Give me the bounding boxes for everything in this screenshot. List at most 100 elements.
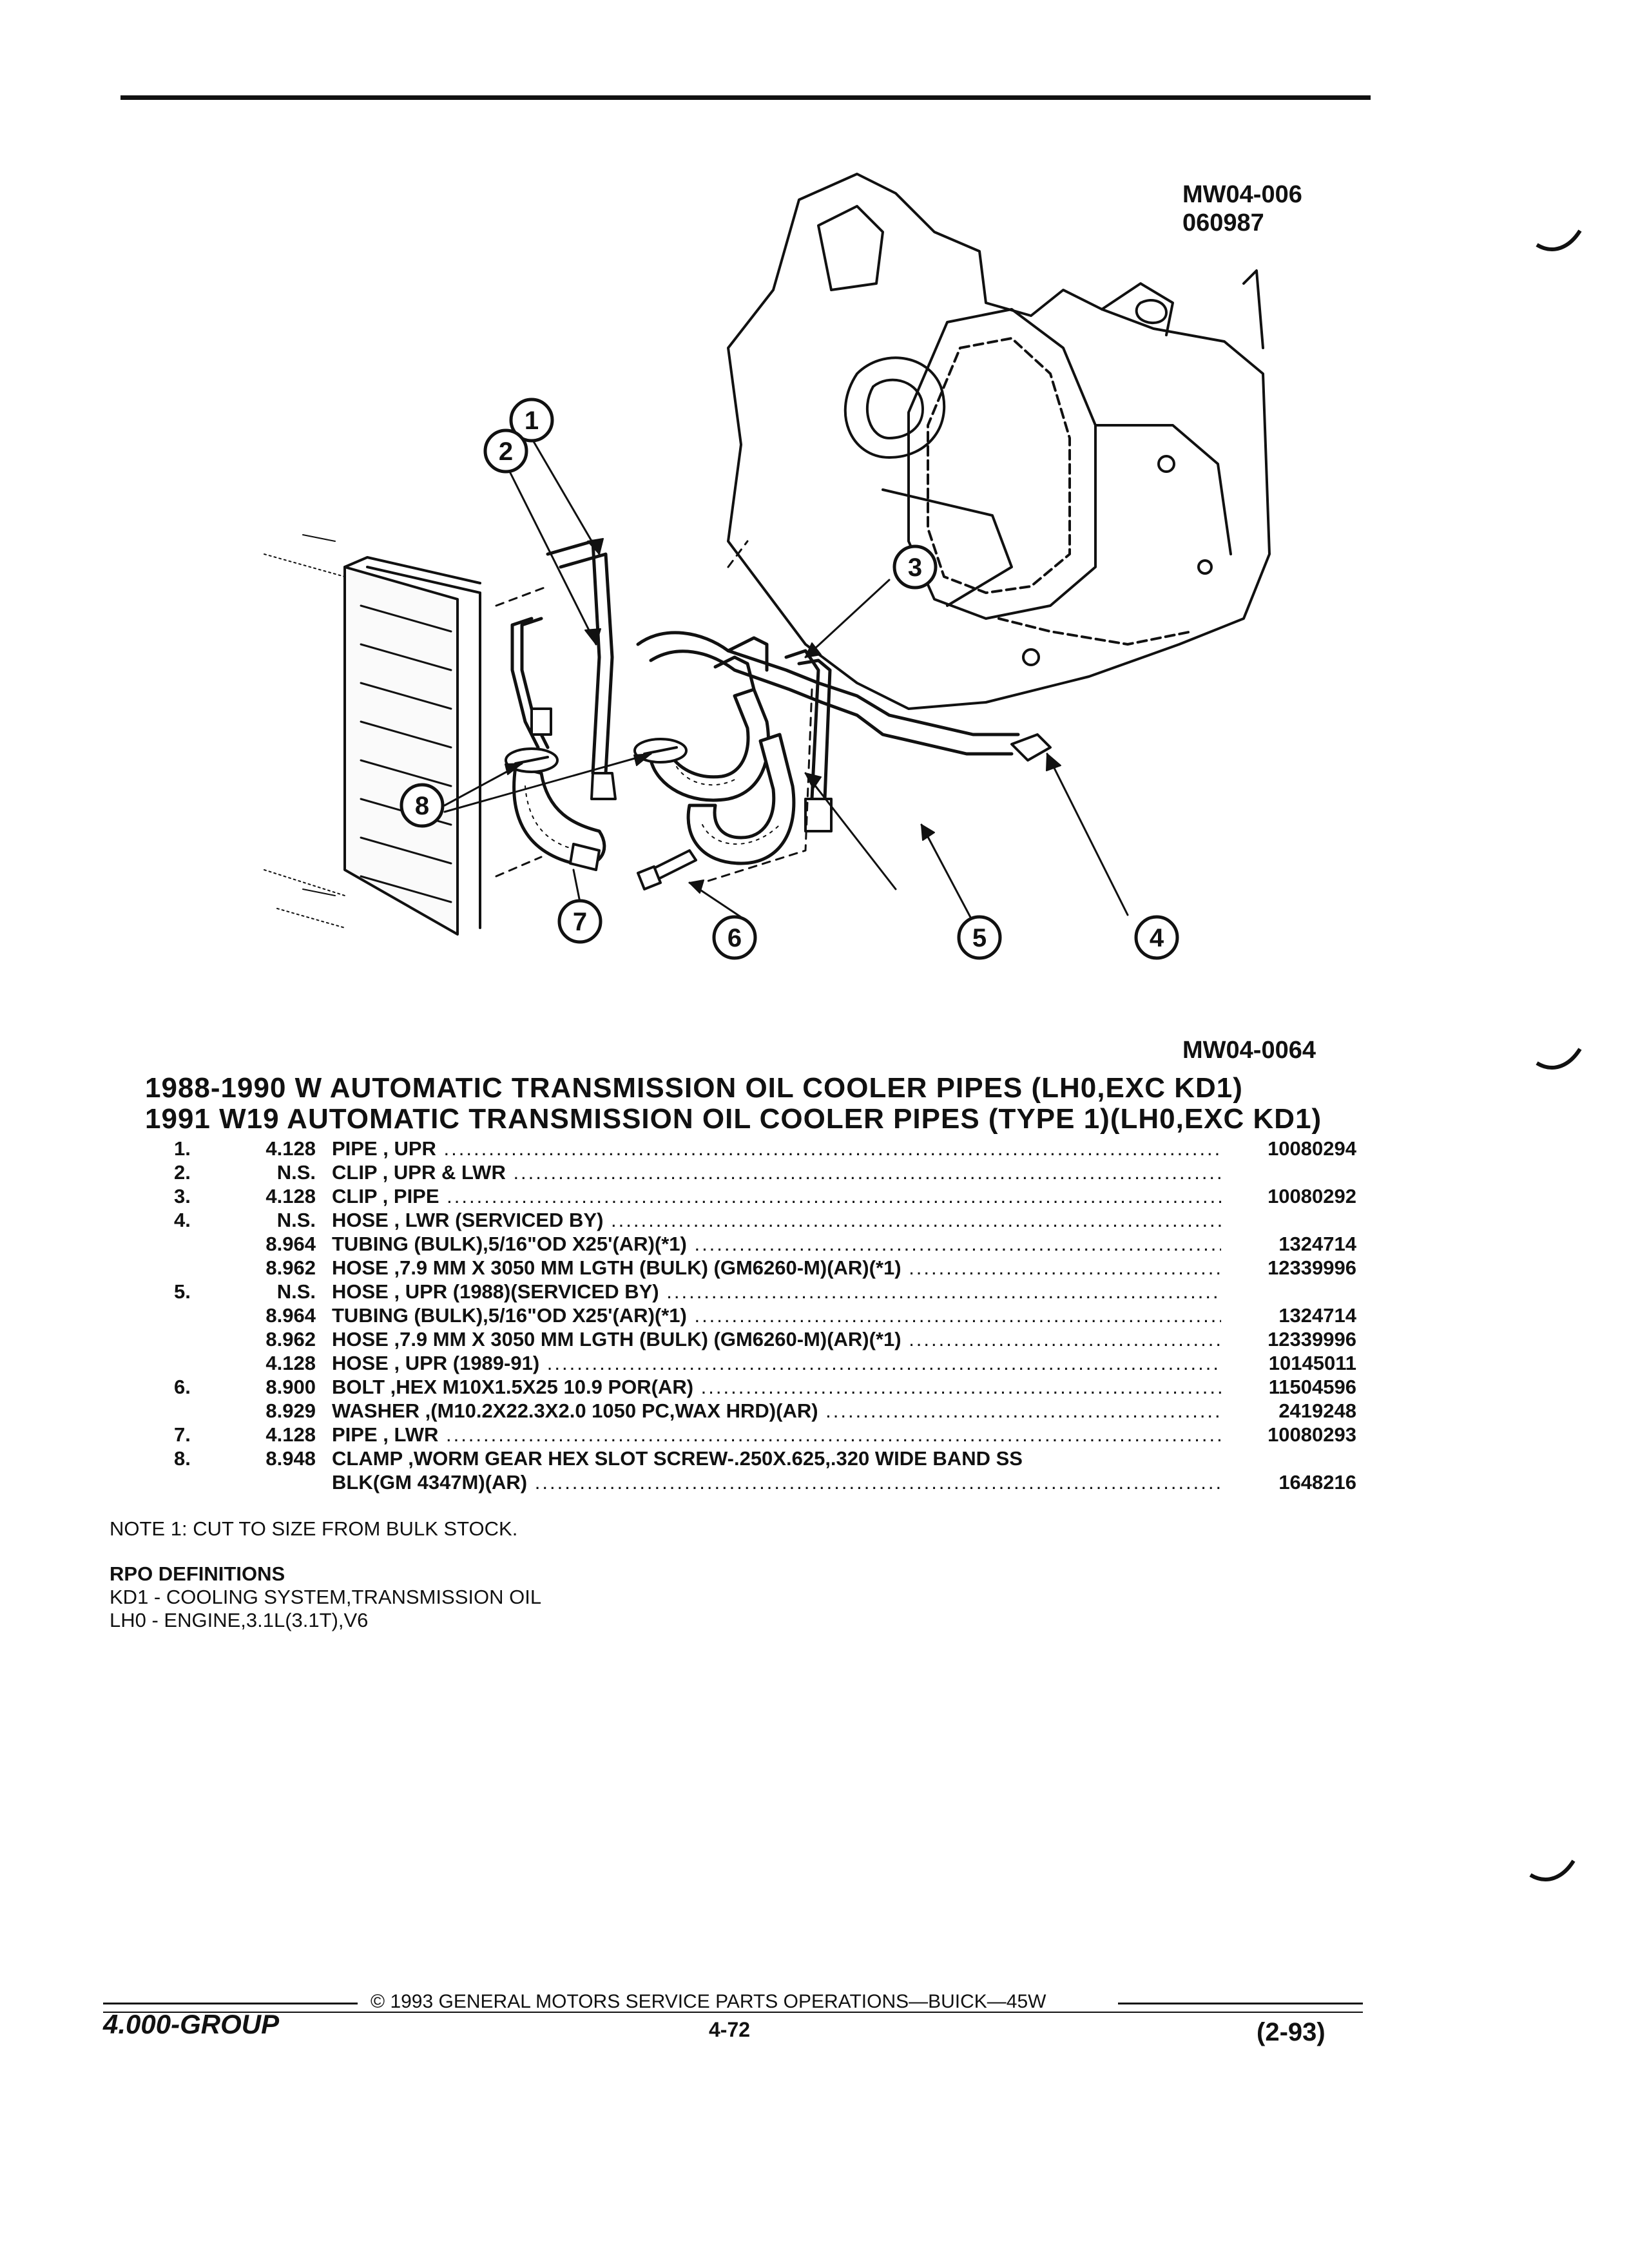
- part-description: CLIP , PIPE ............................…: [332, 1185, 1221, 1208]
- part-ref-number: 5.: [174, 1280, 191, 1303]
- part-description: HOSE , UPR (1988)(SERVICED BY) .........…: [332, 1280, 1221, 1303]
- hose-illustration: [512, 687, 796, 867]
- part-description: TUBING (BULK),5/16"OD X25'(AR)(*1) .....…: [332, 1233, 1221, 1256]
- title-line-1: 1988-1990 W AUTOMATIC TRANSMISSION OIL C…: [145, 1072, 1243, 1104]
- group-number: N.S.: [276, 1161, 316, 1184]
- description-text: BLK(GM 4347M)(AR): [332, 1471, 528, 1494]
- part-description: PIPE , UPR .............................…: [332, 1137, 1221, 1160]
- footer-date: (2-93): [1257, 2018, 1325, 2046]
- margin-tick-1: [1536, 229, 1582, 251]
- group-number: 8.900: [265, 1376, 316, 1398]
- parts-row: 8.929 WASHER ,(M10.2X22.3X2.0 1050 PC,WAX…: [145, 1399, 1369, 1423]
- leader-dots: ........................................…: [694, 1233, 1221, 1255]
- margin-tick-3: [1529, 1860, 1576, 1881]
- leader-dots: ........................................…: [447, 1185, 1221, 1207]
- group-number: 4.128: [265, 1185, 316, 1207]
- description-text: HOSE , UPR (1988)(SERVICED BY): [332, 1280, 659, 1303]
- part-ref-number: 8.: [174, 1447, 191, 1470]
- description-text: TUBING (BULK),5/16"OD X25'(AR)(*1): [332, 1304, 687, 1327]
- rpo-heading: RPO DEFINITIONS: [110, 1562, 285, 1585]
- rpo-kd1: KD1 - COOLING SYSTEM,TRANSMISSION OIL: [110, 1586, 542, 1608]
- part-description: TUBING (BULK),5/16"OD X25'(AR)(*1) .....…: [332, 1304, 1221, 1327]
- callout-1: 1: [525, 407, 539, 435]
- group-number: 8.929: [265, 1399, 316, 1422]
- leader-dots: ........................................…: [546, 1352, 1221, 1374]
- group-number: 8.962: [265, 1256, 316, 1279]
- description-text: HOSE , LWR (SERVICED BY): [332, 1209, 604, 1231]
- part-number: 2419248: [1278, 1399, 1356, 1422]
- figure-code-1: MW04-006: [1182, 181, 1302, 208]
- description-text: CLIP , UPR & LWR: [332, 1161, 506, 1184]
- radiator-illustration: [264, 534, 481, 936]
- part-ref-number: 4.: [174, 1209, 191, 1231]
- description-text: WASHER ,(M10.2X22.3X2.0 1050 PC,WAX HRD)…: [332, 1399, 818, 1422]
- part-number: 12339996: [1268, 1256, 1356, 1279]
- part-description: PIPE , LWR .............................…: [332, 1423, 1221, 1446]
- leader-dots: ........................................…: [443, 1137, 1221, 1160]
- parts-row: 8. 8.948 CLAMP ,WORM GEAR HEX SLOT SCREW-.…: [145, 1447, 1369, 1471]
- part-number: 12339996: [1268, 1328, 1356, 1350]
- bulk-stock-note: NOTE 1: CUT TO SIZE FROM BULK STOCK.: [110, 1517, 518, 1540]
- callout-6: 6: [728, 924, 742, 952]
- footer-group: 4.000-GROUP: [103, 2009, 280, 2039]
- group-number: 8.948: [265, 1447, 316, 1470]
- description-text: HOSE ,7.9 MM X 3050 MM LGTH (BULK) (GM62…: [332, 1328, 901, 1350]
- part-number: 1324714: [1278, 1304, 1356, 1327]
- part-description: CLAMP ,WORM GEAR HEX SLOT SCREW-.250X.62…: [332, 1447, 1221, 1470]
- parts-row: 8.962 HOSE ,7.9 MM X 3050 MM LGTH (BULK) …: [145, 1256, 1369, 1280]
- callout-8: 8: [415, 792, 429, 820]
- part-description: BLK(GM 4347M)(AR) ......................…: [332, 1471, 1221, 1494]
- part-number: 10080293: [1268, 1423, 1356, 1446]
- group-number: 8.962: [265, 1328, 316, 1350]
- description-text: TUBING (BULK),5/16"OD X25'(AR)(*1): [332, 1233, 687, 1255]
- parts-row: 3. 4.128 CLIP , PIPE .....................…: [145, 1185, 1369, 1209]
- group-number: 8.964: [265, 1304, 316, 1327]
- part-description: WASHER ,(M10.2X22.3X2.0 1050 PC,WAX HRD)…: [332, 1399, 1221, 1423]
- leader-dots: ........................................…: [694, 1304, 1221, 1327]
- parts-row: 2.N.S.CLIP , UPR & LWR .................…: [145, 1161, 1369, 1185]
- part-description: HOSE , LWR (SERVICED BY) ...............…: [332, 1209, 1221, 1232]
- part-description: BOLT ,HEX M10X1.5X25 10.9 POR(AR) ......…: [332, 1376, 1221, 1399]
- part-number: 11504596: [1268, 1376, 1356, 1398]
- group-number: 4.128: [265, 1352, 316, 1374]
- description-text: CLIP , PIPE: [332, 1185, 439, 1207]
- description-text: PIPE , LWR: [332, 1423, 439, 1446]
- cooler-pipes-diagram: 1 2 3 4 5 6 7 8: [264, 173, 1271, 960]
- leader-dots: ........................................…: [909, 1256, 1221, 1279]
- footer-rule-left: [103, 2003, 358, 2004]
- leader-dots: ........................................…: [513, 1161, 1221, 1184]
- rpo-definitions: RPO DEFINITIONS KD1 - COOLING SYSTEM,TRA…: [110, 1562, 541, 1632]
- footer-rule-right: [1118, 2003, 1363, 2004]
- part-number: 10080292: [1268, 1185, 1356, 1207]
- leader-dots: ........................................…: [534, 1471, 1221, 1494]
- figure-code-3: MW04-0064: [1182, 1037, 1316, 1064]
- leader-dots: ........................................…: [825, 1399, 1221, 1422]
- footer-rule-bottom: [103, 2012, 1363, 2013]
- part-ref-number: 7.: [174, 1423, 191, 1446]
- part-description: CLIP , UPR & LWR .......................…: [332, 1161, 1221, 1184]
- parts-row: 4.128 HOSE , UPR (1989-91) ..............…: [145, 1352, 1369, 1376]
- description-text: CLAMP ,WORM GEAR HEX SLOT SCREW-.250X.62…: [332, 1447, 1023, 1470]
- section-titles: 1988-1990 W AUTOMATIC TRANSMISSION OIL C…: [145, 1073, 1322, 1135]
- description-text: BOLT ,HEX M10X1.5X25 10.9 POR(AR): [332, 1376, 694, 1398]
- part-description: HOSE , UPR (1989-91) ...................…: [332, 1352, 1221, 1375]
- footer-page-number: 4-72: [709, 2018, 751, 2041]
- parts-row: 8.964 TUBING (BULK),5/16"OD X25'(AR)(*1) …: [145, 1304, 1369, 1328]
- part-number: 10080294: [1268, 1137, 1356, 1160]
- callout-5: 5: [972, 924, 987, 952]
- group-number: N.S.: [276, 1280, 316, 1303]
- transmission-illustration: [727, 173, 1271, 710]
- part-ref-number: 3.: [174, 1185, 191, 1207]
- title-line-2: 1991 W19 AUTOMATIC TRANSMISSION OIL COOL…: [145, 1103, 1322, 1135]
- group-number: 8.964: [265, 1233, 316, 1255]
- part-description: HOSE ,7.9 MM X 3050 MM LGTH (BULK) (GM62…: [332, 1256, 1221, 1280]
- part-number: 10145011: [1268, 1352, 1356, 1374]
- leader-dots: ........................................…: [611, 1209, 1221, 1231]
- description-text: PIPE , UPR: [332, 1137, 436, 1160]
- leader-dots: ........................................…: [909, 1328, 1221, 1350]
- group-number: 4.128: [265, 1137, 316, 1160]
